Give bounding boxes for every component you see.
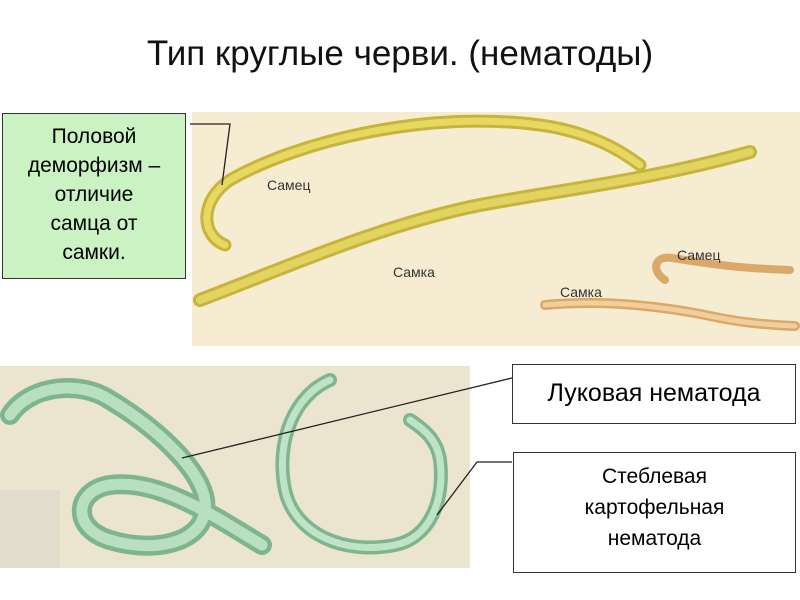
dimorphism-line: деморфизм –: [27, 154, 161, 177]
dimorphism-line: отличие: [54, 183, 134, 206]
label-female-small: Самка: [560, 284, 602, 300]
stem-line: картофельная: [584, 496, 725, 519]
male-worm-small: [652, 253, 794, 284]
dimorphism-line: самца от: [50, 212, 138, 235]
onion-nematode-callout: Луковая нематода: [512, 364, 796, 424]
dimorphism-callout: Половой деморфизм – отличие самца от сам…: [2, 113, 186, 279]
stem-nematode-callout: Стеблевая картофельная нематода: [513, 452, 796, 573]
dimorphism-line: Половой: [51, 125, 137, 148]
leader-line-stem: [436, 461, 512, 516]
stem-line: Стеблевая: [602, 465, 707, 488]
leader-line-dimorphism: [190, 123, 231, 186]
slide-title: Тип круглые черви. (нематоды): [146, 34, 654, 73]
leader-line-onion: [181, 377, 513, 459]
dimorphism-line: самки.: [62, 241, 126, 264]
stem-line: нематода: [607, 527, 702, 550]
label-male-small: Самец: [677, 247, 720, 263]
label-female-large: Самка: [393, 264, 435, 280]
label-male-large: Самец: [267, 177, 310, 193]
